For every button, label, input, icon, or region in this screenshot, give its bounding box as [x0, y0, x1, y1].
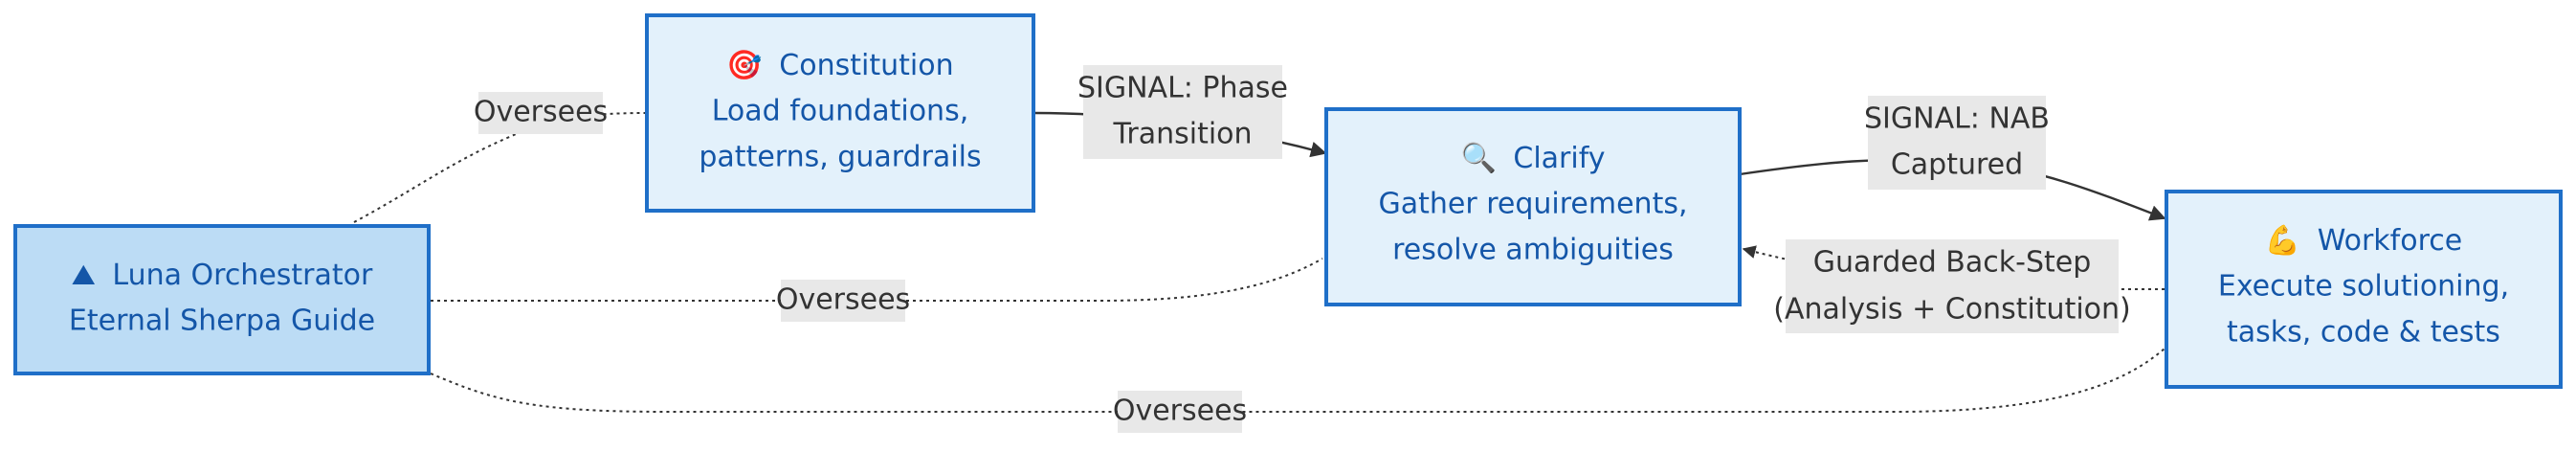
node-clarify[interactable]: 🔍 Clarify Gather requirements, resolve a… — [1324, 107, 1742, 306]
mountain-icon: ⛰ — [72, 259, 96, 292]
magnifier-icon: 🔍 — [1460, 139, 1496, 175]
target-icon: 🎯 — [726, 49, 762, 82]
label-nab-captured-line1: SIGNAL: NAB — [1864, 102, 2050, 136]
edge-oversees-constitution — [353, 112, 648, 223]
label-phase-transition: SIGNAL: Phase Transition — [1077, 65, 1288, 159]
node-workforce-line2: Execute solutioning, — [2218, 270, 2509, 304]
flexed-arm-icon: 💪 — [2265, 223, 2300, 258]
label-guarded-back-step: Guarded Back-Step (Analysis + Constituti… — [1773, 239, 2131, 333]
label-phase-transition-line1: SIGNAL: Phase — [1077, 72, 1288, 105]
node-workforce[interactable]: 💪 Workforce Execute solutioning, tasks, … — [2165, 190, 2563, 389]
edge-oversees-workforce — [430, 348, 2165, 413]
node-constitution[interactable]: 🎯 Constitution Load foundations, pattern… — [645, 13, 1035, 213]
label-guarded-back-step-line1: Guarded Back-Step — [1813, 246, 2092, 280]
node-constitution-title: Constitution — [779, 49, 953, 82]
label-oversees-constitution: Oversees — [474, 92, 608, 134]
node-workforce-title: Workforce — [2318, 224, 2463, 258]
node-clarify-line3: resolve ambiguities — [1392, 234, 1674, 267]
label-oversees-clarify: Oversees — [776, 280, 910, 322]
node-constitution-line3: patterns, guardrails — [699, 141, 981, 174]
svg-text:🎯 Constitution: 🎯 Constitution — [726, 49, 953, 82]
label-oversees-clarify-text: Oversees — [776, 283, 910, 317]
label-nab-captured-line2: Captured — [1891, 148, 2023, 182]
svg-text:💪 Workforce: 💪 Workforce — [2265, 223, 2462, 258]
label-oversees-workforce-text: Oversees — [1113, 395, 1247, 428]
label-oversees-workforce: Oversees — [1113, 391, 1247, 433]
node-luna-orchestrator-subtitle: Eternal Sherpa Guide — [69, 305, 375, 338]
node-luna-orchestrator[interactable]: ⛰ Luna Orchestrator Eternal Sherpa Guide — [13, 224, 431, 375]
node-clarify-title: Clarify — [1513, 142, 1605, 175]
label-nab-captured: SIGNAL: NAB Captured — [1864, 96, 2050, 190]
label-guarded-back-step-line2: (Analysis + Constitution) — [1773, 293, 2131, 327]
node-workforce-line3: tasks, code & tests — [2227, 316, 2500, 350]
svg-text:🔍 Clarify: 🔍 Clarify — [1460, 139, 1605, 175]
label-oversees-constitution-text: Oversees — [474, 96, 608, 129]
svg-text:⛰ Luna Orchestrator: ⛰ Luna Orchestrator — [72, 259, 373, 292]
node-clarify-line2: Gather requirements, — [1378, 188, 1687, 221]
node-luna-orchestrator-title: Luna Orchestrator — [112, 259, 373, 292]
node-constitution-line2: Load foundations, — [712, 95, 969, 128]
label-phase-transition-line2: Transition — [1112, 118, 1252, 151]
edge-oversees-clarify — [431, 258, 1323, 302]
